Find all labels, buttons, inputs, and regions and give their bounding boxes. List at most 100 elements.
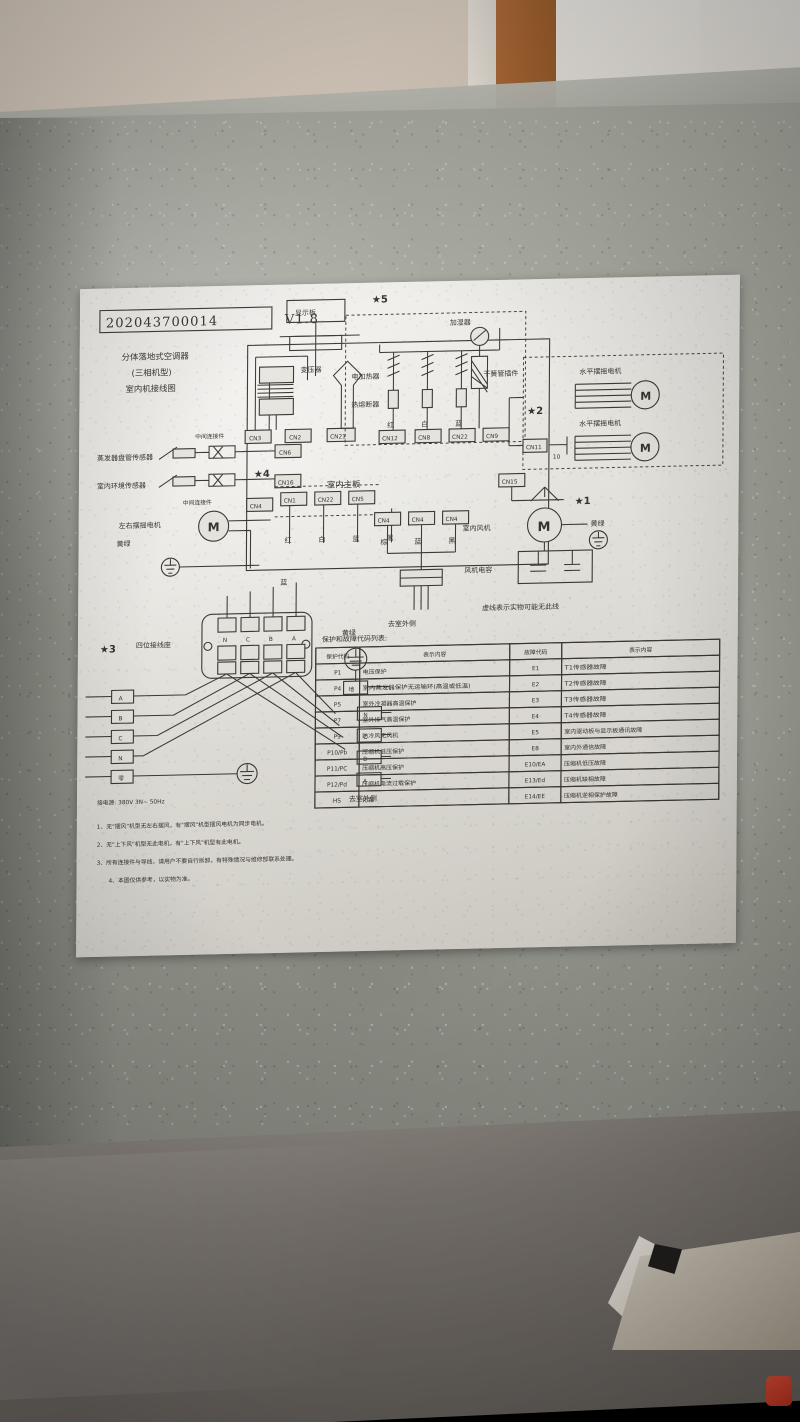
table-header-2: 故障代码 bbox=[524, 648, 547, 657]
table-code-8-0: HS bbox=[333, 799, 341, 805]
connector-cn22-label: CN22 bbox=[318, 498, 334, 504]
horizontal-swing-1-label: 水平摆摇电机 bbox=[579, 366, 621, 376]
reed-switch-label: 干簧管插件 bbox=[483, 369, 518, 379]
table-desc-3-1: 室外排气高温保护 bbox=[362, 715, 410, 724]
connector-cn9-label: CN9 bbox=[486, 434, 498, 440]
terminal-upper-contacts bbox=[217, 615, 306, 633]
table-code-5-0: P10/Pb bbox=[327, 750, 347, 756]
terminal-pin-b: B bbox=[269, 637, 273, 643]
dashed-line-note: 虚线表示实物可能无此线 bbox=[482, 602, 559, 613]
table-code-0-2: E1 bbox=[532, 666, 540, 672]
table-code-4-2: E5 bbox=[532, 730, 540, 736]
connector-cn3-label: CN3 bbox=[249, 436, 261, 442]
table-code-1-0: P4 bbox=[334, 686, 342, 692]
connector-cn2 bbox=[284, 428, 312, 444]
sensor-line-2 bbox=[158, 473, 275, 488]
wiring-diagram: 202043700014 V1.8 分体落地式空调器 (三相机型) 室内机接线图… bbox=[85, 294, 724, 885]
indoor-fan-label: 室内风机 bbox=[462, 523, 490, 533]
swing-motor-zone-dashed bbox=[522, 352, 724, 470]
outdoor-wire-brown: 棕 bbox=[380, 537, 387, 546]
left-right-swing-label: 左右摆摇电机 bbox=[119, 520, 161, 530]
board-wire-white: 白 bbox=[318, 535, 325, 544]
connector-cn15-label: CN15 bbox=[502, 480, 518, 486]
star-4-marker: ★4 bbox=[254, 469, 270, 480]
left-terminal-c: C bbox=[118, 736, 122, 742]
heater-zone-dashed bbox=[344, 310, 527, 446]
wiring-diagram-label: 202043700014 V1.8 分体落地式空调器 (三相机型) 室内机接线图… bbox=[76, 274, 740, 958]
indoor-main-board-label: 室内主板 bbox=[327, 479, 361, 490]
table-desc-1-1: 室内蒸发器保护无运输环(高温或低温) bbox=[363, 682, 471, 692]
table-code-8-2: E14/EE bbox=[525, 794, 546, 800]
connector-cn6-label: CN6 bbox=[279, 451, 291, 457]
part-number-box bbox=[99, 306, 273, 334]
connector-cn5 bbox=[348, 490, 376, 505]
motor-m-glyph-3: M bbox=[208, 520, 220, 534]
indoor-main-board-frame bbox=[245, 338, 551, 572]
thermal-fuse-label: 热熔断器 bbox=[351, 400, 379, 410]
heater-wire-blue-label: 蓝 bbox=[455, 419, 462, 428]
to-outdoor-center-label: 去室外侧 bbox=[388, 619, 416, 629]
humidifier-label: 加湿器 bbox=[450, 318, 471, 327]
table-desc-2-3: T3传感器故障 bbox=[563, 695, 606, 704]
outdoor-wire-black: 黑 bbox=[448, 537, 455, 545]
part-number: 202043700014 bbox=[106, 314, 219, 331]
table-desc-0-3: T1传感器故障 bbox=[563, 663, 606, 672]
table-cell bbox=[560, 782, 720, 804]
indoor-fan-motor: M bbox=[526, 507, 563, 543]
board-wire-blue: 蓝 bbox=[352, 534, 359, 543]
terminal-pin-c: C bbox=[246, 637, 250, 643]
table-desc-6-1: 压缩机高压保护 bbox=[362, 763, 404, 772]
title-line-2: (三相机型) bbox=[132, 367, 172, 378]
terminal-block-body bbox=[201, 611, 313, 679]
pin-count-label: 10 bbox=[553, 455, 561, 461]
footnote-3: 3、所有连接件与导线，请用户不要自行拆卸，有特殊情况与维修部联系处理。 bbox=[97, 854, 298, 866]
heater-branch-white: 白 bbox=[421, 351, 434, 429]
connector-cn12-label: CN12 bbox=[382, 436, 398, 442]
table-code-6-2: E10/EA bbox=[525, 762, 546, 768]
connector-cn22 bbox=[314, 490, 342, 506]
connector-out-1-label: CN4 bbox=[378, 518, 390, 524]
table-desc-6-3: 压缩机低压故障 bbox=[564, 759, 606, 768]
right-terminal-c: C bbox=[363, 735, 367, 741]
terminal-pin-n: N bbox=[223, 638, 227, 644]
table-code-7-2: E13/Ed bbox=[525, 778, 546, 784]
motor-m-glyph-2: M bbox=[640, 442, 651, 455]
table-desc-2-1: 室外冷凝器高温保护 bbox=[362, 699, 416, 708]
table-desc-5-3: 室内外通信故障 bbox=[564, 743, 606, 752]
table-code-0-0: P1 bbox=[334, 670, 342, 676]
fan-capacitor-box bbox=[517, 549, 593, 585]
table-code-7-0: P12/Pd bbox=[327, 782, 347, 788]
connector-cn3 bbox=[244, 429, 272, 445]
horizontal-swing-2-label: 水平摆摇电机 bbox=[579, 418, 621, 428]
right-terminal-a: A bbox=[363, 779, 367, 785]
star-5-marker: ★5 bbox=[372, 294, 388, 305]
fan-capacitor-label: 风机电容 bbox=[464, 565, 492, 575]
left-terminal-a: A bbox=[119, 696, 123, 702]
star-1-marker: ★1 bbox=[575, 496, 591, 507]
left-terminal-column: A B C N 零 bbox=[85, 689, 135, 785]
connector-cn21-label: CN21 bbox=[330, 434, 346, 440]
single-blue-wire-label: 蓝 bbox=[280, 578, 287, 587]
horizontal-swing-motor-1: M bbox=[574, 380, 660, 410]
connector-out-3-label: CN4 bbox=[446, 517, 458, 523]
horizontal-swing-motor-2: M bbox=[574, 432, 660, 462]
terminal-pin-a: A bbox=[292, 636, 296, 642]
heater-wire-white-label: 白 bbox=[421, 420, 428, 429]
board-wire-black: 黑 bbox=[386, 534, 393, 542]
right-terminal-b: B bbox=[363, 757, 367, 763]
table-desc-4-3: 室内驱动板与显示板通讯故障 bbox=[564, 726, 642, 736]
heater-branch-red: 红 bbox=[387, 352, 400, 429]
connector-cn5-label: CN5 bbox=[352, 497, 364, 503]
terminal-screw-left bbox=[203, 641, 213, 651]
connector-cn6 bbox=[274, 443, 302, 459]
table-code-2-2: E3 bbox=[532, 698, 540, 704]
table-header-0: 保护代码 bbox=[326, 652, 349, 661]
transformer-label: 变压器 bbox=[301, 365, 322, 374]
table-code-3-0: P7 bbox=[334, 718, 342, 724]
ground-label-2: 黄绿 bbox=[590, 519, 604, 528]
indoor-ambient-sensor-label: 室内环境传感器 bbox=[97, 481, 146, 491]
right-terminal-n: N bbox=[363, 713, 367, 719]
footnote-4: 4、本图仅供参考，以实物为准。 bbox=[108, 875, 193, 885]
